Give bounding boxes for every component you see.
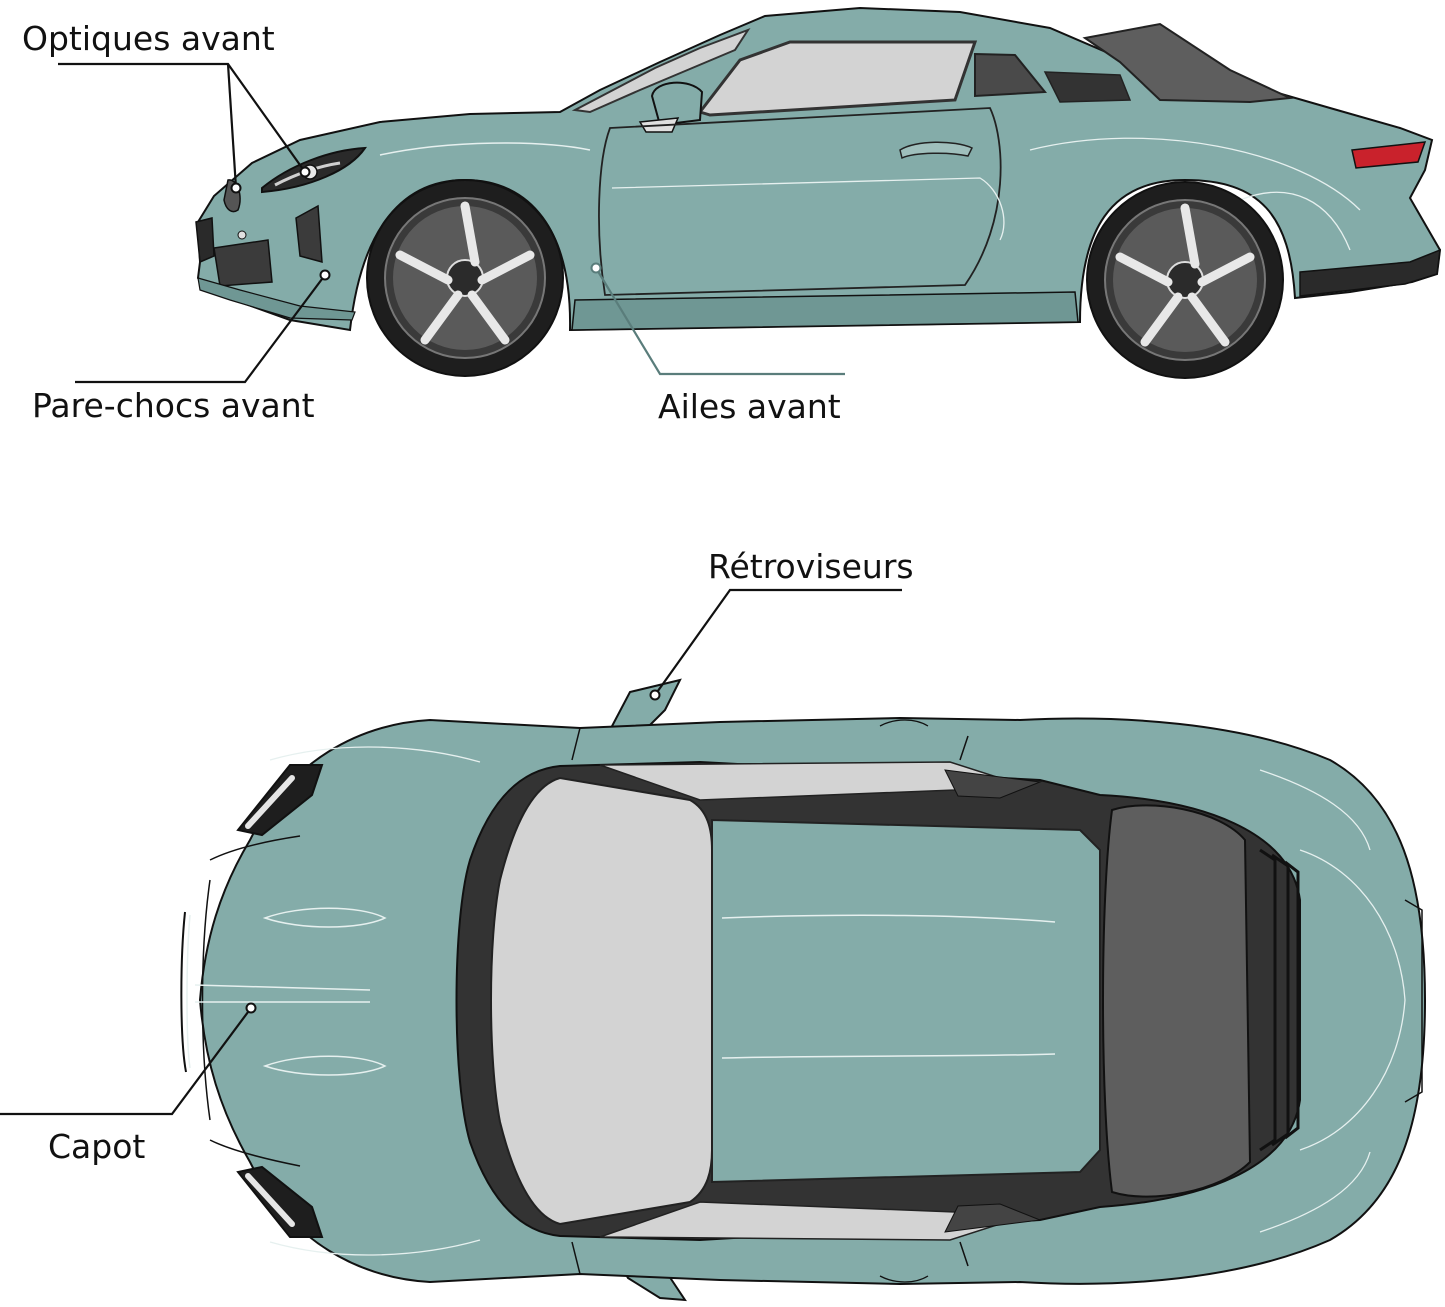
leader-dots: [230, 166, 661, 1014]
top-rear-window: [1102, 804, 1252, 1198]
label-capot: Capot: [48, 1127, 146, 1166]
label-pare-chocs-avant: Pare-chocs avant: [32, 386, 315, 425]
side-rear-wheel: [1086, 181, 1284, 379]
side-window: [697, 40, 978, 117]
dot-pare-chocs-avant: [319, 269, 331, 281]
top-roof: [711, 818, 1101, 1184]
dot-capot: [245, 1002, 257, 1014]
leader-capot: [0, 1007, 252, 1116]
side-front-wheel: [366, 179, 564, 377]
dot-optiques-avant: [299, 166, 311, 178]
label-ailes-avant: Ailes avant: [658, 387, 841, 426]
leader-ailes-avant: [595, 267, 845, 376]
car-top-view: [180, 678, 1427, 1302]
dot-ailes-avant: [590, 262, 602, 274]
car-side-view: [195, 6, 1442, 379]
leader-optiques-avant: [58, 62, 306, 173]
dot-retroviseurs: [649, 689, 661, 701]
dot-optiques-avant-2: [230, 182, 242, 194]
label-retroviseurs: Rétroviseurs: [708, 547, 914, 586]
leader-lines: [0, 62, 902, 1116]
top-windshield: [490, 776, 713, 1226]
leader-retroviseurs: [654, 588, 902, 696]
leader-pare-chocs-avant: [75, 274, 326, 384]
label-optiques-avant: Optiques avant: [22, 19, 275, 58]
